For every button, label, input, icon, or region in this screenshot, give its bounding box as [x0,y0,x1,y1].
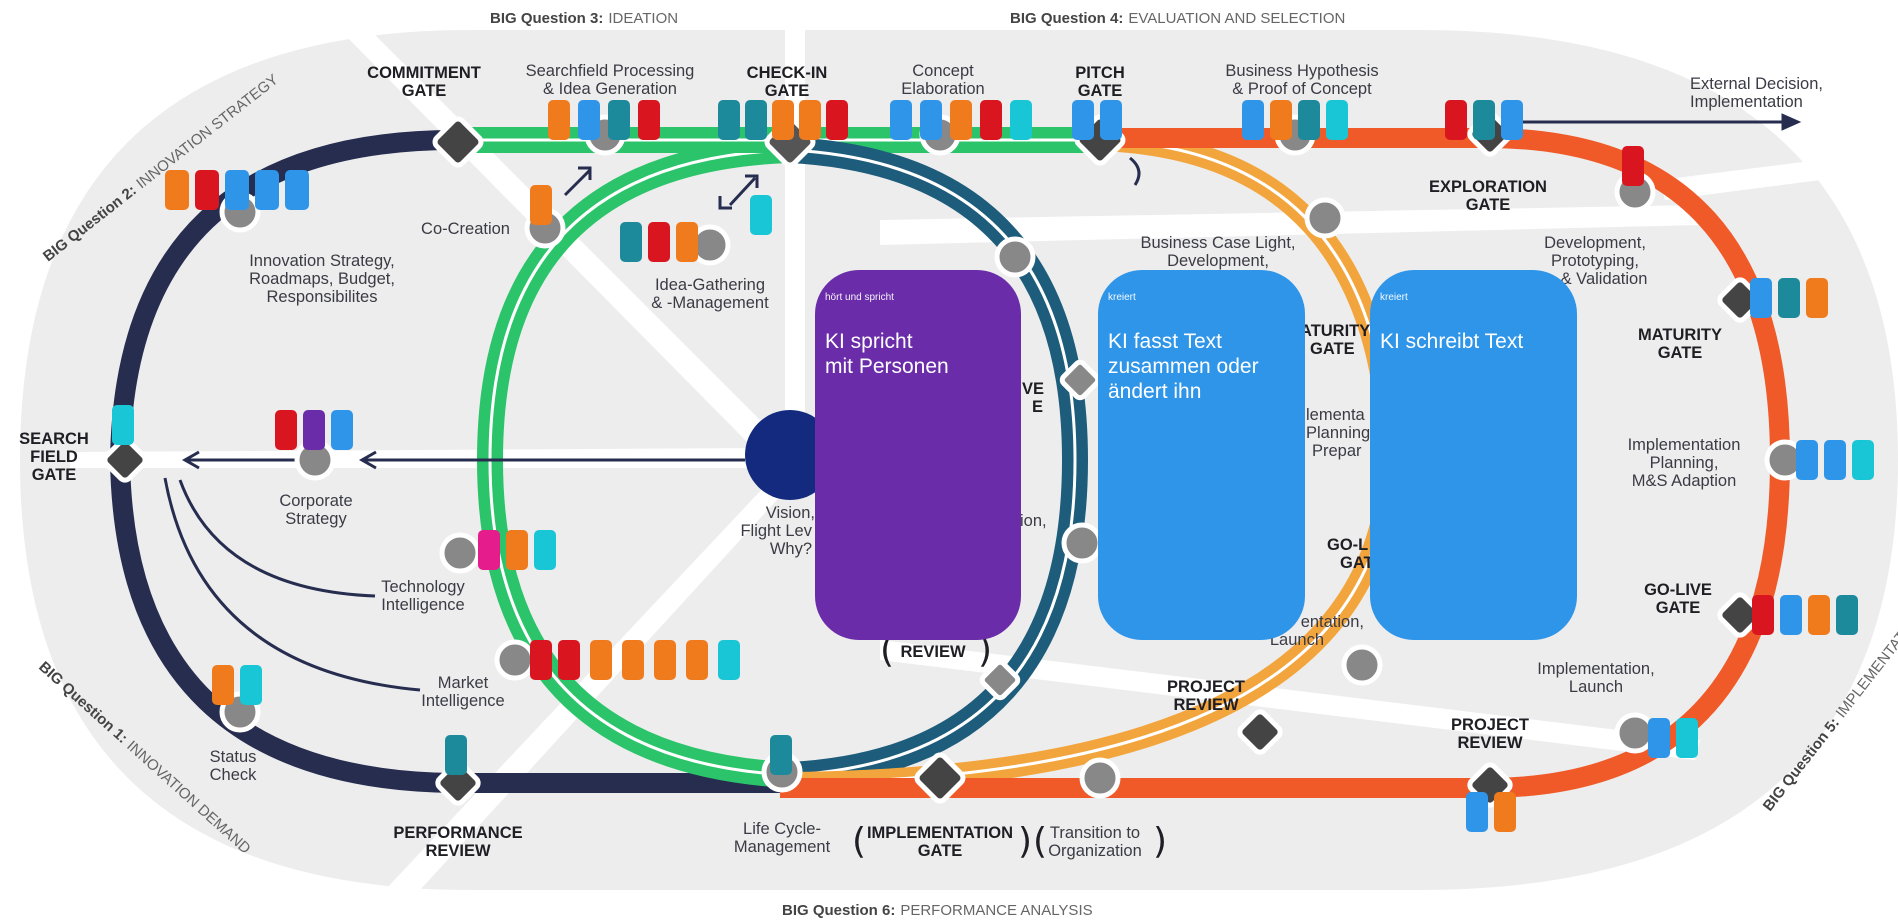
label-external-decision: External Decision,Implementation [1690,75,1823,111]
gate-diamond [1237,709,1283,755]
label-co-creation: Co-Creation [421,220,510,238]
card-title: KI fasst Text zusammen oder ändert ihn [1108,330,1259,403]
svg-text:(: ( [880,630,894,671]
card-badge: hört und spricht [825,292,894,303]
gate-diamond [102,437,148,483]
gate-parentheses: ( ) ( ) ( ) [852,630,1167,862]
gate-diamond [979,659,1021,701]
label-development-right: Development,Prototyping,& Validation [1544,234,1647,288]
gate-diamond [914,752,966,804]
document-stacks [112,100,1874,832]
big-question-3: BIG Question 3:IDEATION [490,10,678,27]
card-badge: kreiert [1108,292,1136,303]
gate-diamond [1717,592,1763,638]
big-question-4: BIG Question 4:EVALUATION AND SELECTION [1010,10,1345,27]
gate-diamond [1059,359,1101,401]
gate-label-project-review-inner: REVIEW [900,643,966,661]
external-decision-arrow [1490,113,1802,131]
small-arrows [563,156,1141,210]
center-vision-dot [745,410,835,500]
label-searchfield-processing: Searchfield Processing& Idea Generation [526,62,695,98]
svg-text:): ) [978,630,992,671]
ai-card-writes[interactable]: kreiert KI schreibt Text [1370,270,1577,640]
process-labels: Searchfield Processing& Idea Generation … [210,62,1823,860]
label-life-cycle: Life Cycle-Management [734,820,831,856]
label-business-hypothesis: Business Hypothesis& Proof of Concept [1225,62,1378,98]
gate-diamond [432,116,484,168]
card-title: KI spricht mit Personen [825,330,949,378]
svg-text:(: ( [1033,821,1047,862]
big-question-6: BIG Question 6:PERFORMANCE ANALYSIS [782,902,1093,919]
svg-text:(: ( [852,821,866,862]
teal-evaluation-track [789,137,1089,788]
card-title: KI schreibt Text [1380,330,1524,353]
label-idea-gathering: Idea-Gathering& -Management [651,276,769,312]
label-business-case: Business Case Light,Development, [1140,234,1295,270]
label-inner-ion: ion, [1020,512,1047,530]
card-badge: kreiert [1380,292,1408,303]
svg-text:): ) [1018,821,1032,862]
ai-card-summarizes[interactable]: kreiert KI fasst Text zusammen oder ände… [1098,270,1305,640]
label-implementation-launch-right: Implementation,Launch [1537,660,1654,696]
ai-card-speaks[interactable]: hört und spricht KI spricht mit Personen [815,270,1021,640]
label-innovation-strategy: Innovation Strategy,Roadmaps, Budget,Res… [249,252,395,306]
strategy-arrows [163,450,745,692]
label-implementation-launch-mid: entation,Launch [1270,613,1364,649]
svg-text:): ) [1153,821,1167,862]
